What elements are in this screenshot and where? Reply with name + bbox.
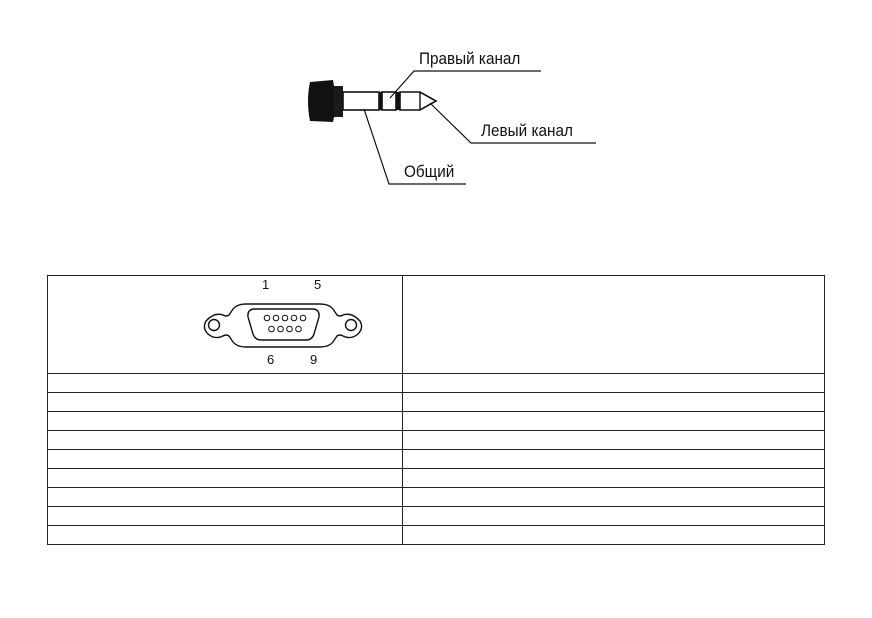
table-cell (47, 373, 403, 393)
table-cell (47, 411, 403, 431)
db9-mount-hole-left (207, 318, 221, 332)
jack-boot (308, 80, 335, 122)
db9-mount-hole-right (344, 318, 358, 332)
table-cell (402, 373, 825, 393)
common-label: Общий (404, 162, 455, 181)
pin-label-5: 5 (314, 277, 322, 292)
right-channel-label: Правый канал (419, 49, 521, 68)
table-cell (47, 449, 403, 469)
jack-tip (399, 91, 438, 111)
pin-label-9: 9 (310, 352, 318, 367)
jack-ring (381, 91, 397, 111)
right-channel-leader (389, 70, 541, 99)
table-cell (402, 392, 825, 412)
table-cell (402, 430, 825, 450)
table-cell (47, 525, 403, 545)
db9-shell (247, 308, 320, 341)
left-channel-leader (429, 102, 596, 144)
table-header-row: 1 5 6 9 (47, 275, 825, 374)
connector-cell: 1 5 6 9 (47, 275, 403, 374)
table-cell (402, 487, 825, 507)
table-cell (402, 468, 825, 488)
header-description-cell (402, 275, 825, 374)
pin-label-1: 1 (262, 277, 270, 292)
table-cell (47, 506, 403, 526)
table-row (47, 468, 825, 488)
common-leader (363, 108, 466, 185)
left-channel-label: Левый канал (481, 121, 573, 140)
table-row (47, 430, 825, 450)
table-cell (402, 411, 825, 431)
table-cell (47, 430, 403, 450)
table-row (47, 392, 825, 412)
table-row (47, 449, 825, 469)
db9-flange (203, 303, 363, 348)
table-cell (402, 525, 825, 545)
table-row (47, 506, 825, 526)
db9-connector-icon (203, 303, 363, 348)
table-cell (47, 487, 403, 507)
table-cell (47, 468, 403, 488)
table-cell (402, 449, 825, 469)
pinout-table: 1 5 6 9 (47, 275, 825, 545)
table-row (47, 525, 825, 545)
jack-collar (334, 86, 343, 117)
db9-pins-row-1 (263, 314, 307, 322)
table-row (47, 373, 825, 393)
table-row (47, 411, 825, 431)
db9-pins-row-2 (268, 325, 302, 333)
table-cell (402, 506, 825, 526)
stereo-jack-diagram (308, 70, 596, 185)
jack-sleeve (342, 91, 380, 111)
pin-label-6: 6 (267, 352, 275, 367)
table-cell (47, 392, 403, 412)
table-row (47, 487, 825, 507)
